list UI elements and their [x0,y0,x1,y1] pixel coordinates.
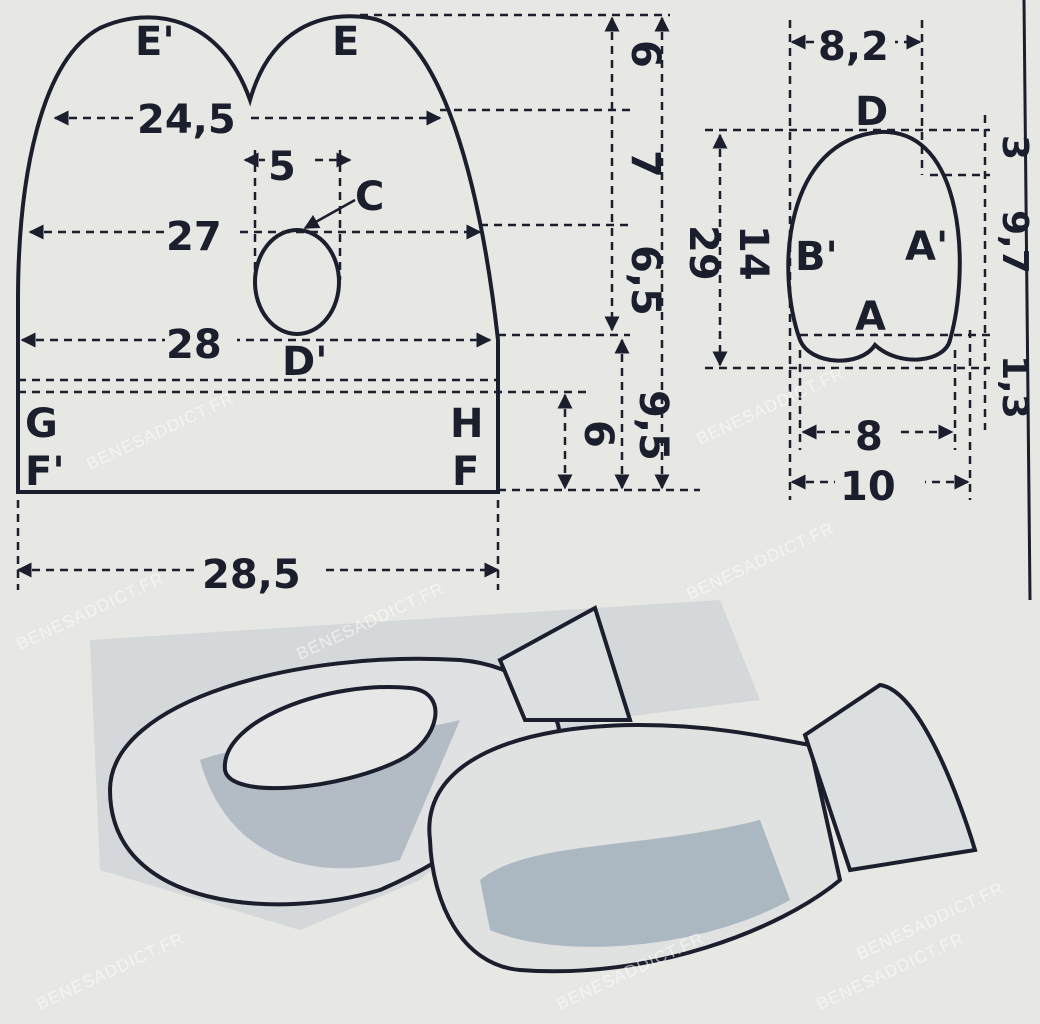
point-label: A' [905,224,948,270]
watermark-text: BENESADDICT.FR [694,364,847,449]
height-label: 14 [730,225,776,281]
sole-pattern-outline [786,129,962,363]
watermark-text: BENESADDICT.FR [34,929,187,1014]
left-slipper-opening [222,685,438,791]
point-label: A [855,294,886,340]
height-label: 7 [622,150,668,178]
point-label: D [855,89,888,135]
point-label: F' [25,449,65,495]
point-label: H [450,401,483,447]
width-label: 28,5 [202,552,301,598]
left-slipper-cuff [497,605,633,722]
slippers-illustration [90,600,978,974]
height-label: 1,3 [994,355,1035,419]
page-edge-line [1022,0,1032,601]
width-label: 10 [840,464,896,510]
main-pattern-outline [16,14,500,494]
height-label: 9,7 [994,210,1035,274]
point-label: G [25,401,58,447]
height-label: 3 [994,135,1035,160]
point-label: C [355,174,384,220]
width-label: 24,5 [137,97,236,143]
width-label: 8 [855,414,883,460]
watermark-text: BENESADDICT.FR [84,389,237,474]
point-label: F [452,449,479,495]
width-label: 28 [166,322,222,368]
watermark-text: BENESADDICT.FR [684,519,837,604]
point-label: E [332,19,359,65]
height-label: 9,5 [630,390,676,461]
width-label: 5 [268,144,296,190]
point-label: B' [795,234,838,280]
pointer-arrow-c [303,198,356,230]
sole-pattern-piece: 8,2 8 10 D B' A' A 14 3 9,7 1,3 [705,20,1035,510]
width-label: 8,2 [818,24,889,70]
point-label: E' [135,19,175,65]
height-label: 6,5 [622,245,668,316]
point-label: D' [282,339,327,385]
height-label: 6 [622,40,668,68]
width-label: 27 [166,214,222,260]
thumb-opening-oval [253,228,341,336]
right-slipper-cuff [802,682,978,873]
height-label: 6 [575,420,621,448]
main-pattern-piece: E' E C D' G F' H F 24,5 5 27 28 28,5 6 7… [16,13,726,598]
